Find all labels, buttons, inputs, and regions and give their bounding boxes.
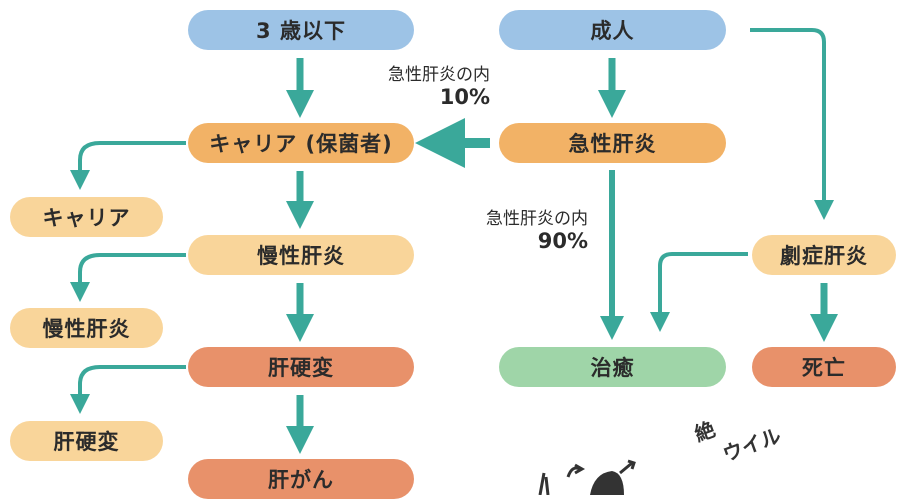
node-carrier: キャリア (保菌者): [188, 123, 414, 163]
node-cancer: 肝がん: [188, 459, 414, 499]
node-cure: 治癒: [499, 347, 726, 387]
note-ninety-percent: 急性肝炎の内 90%: [440, 208, 588, 252]
node-fulminant-label: 劇症肝炎: [780, 244, 868, 268]
arrow-cirrhosis-to-side-cirrhosis: [70, 365, 186, 414]
node-under3: 3 歳以下: [188, 10, 414, 50]
virus-mascot-illustration: [538, 459, 636, 495]
node-side-carrier-label: キャリア: [42, 206, 131, 230]
node-acute-label: 急性肝炎: [568, 132, 657, 156]
arrow-carrier-to-side-carrier: [70, 141, 186, 190]
node-adult-label: 成人: [590, 19, 635, 43]
node-side-cirrhosis: 肝硬変: [10, 421, 163, 461]
note-ten-percent: 急性肝炎の内 10%: [375, 64, 490, 108]
node-fulminant: 劇症肝炎: [752, 235, 896, 275]
node-chronic-label: 慢性肝炎: [257, 244, 345, 268]
node-cirrhosis: 肝硬変: [188, 347, 414, 387]
node-death: 死亡: [752, 347, 896, 387]
node-side-cirrhosis-label: 肝硬変: [53, 430, 120, 454]
node-acute: 急性肝炎: [499, 123, 726, 163]
node-side-chronic-label: 慢性肝炎: [42, 317, 131, 341]
note-ninety-value: 90%: [537, 229, 588, 253]
node-adult: 成人: [499, 10, 726, 50]
node-under3-label: 3 歳以下: [256, 19, 346, 43]
arrow-adult-to-fulminant: [750, 28, 834, 220]
node-side-carrier: キャリア: [10, 197, 163, 237]
note-ninety-label: 急性肝炎の内: [486, 209, 588, 229]
node-cancer-label: 肝がん: [268, 468, 334, 492]
arrow-chronic-to-side-chronic: [70, 253, 186, 302]
node-death-label: 死亡: [802, 356, 846, 380]
arrow-fulminant-to-cure: [650, 252, 748, 332]
node-carrier-label: キャリア (保菌者): [209, 132, 393, 156]
node-chronic: 慢性肝炎: [188, 235, 414, 275]
node-side-chronic: 慢性肝炎: [10, 308, 163, 348]
note-ten-value: 10%: [439, 85, 490, 109]
node-cure-label: 治癒: [590, 356, 635, 380]
node-cirrhosis-label: 肝硬変: [268, 356, 334, 380]
note-ten-label: 急性肝炎の内: [388, 65, 490, 85]
